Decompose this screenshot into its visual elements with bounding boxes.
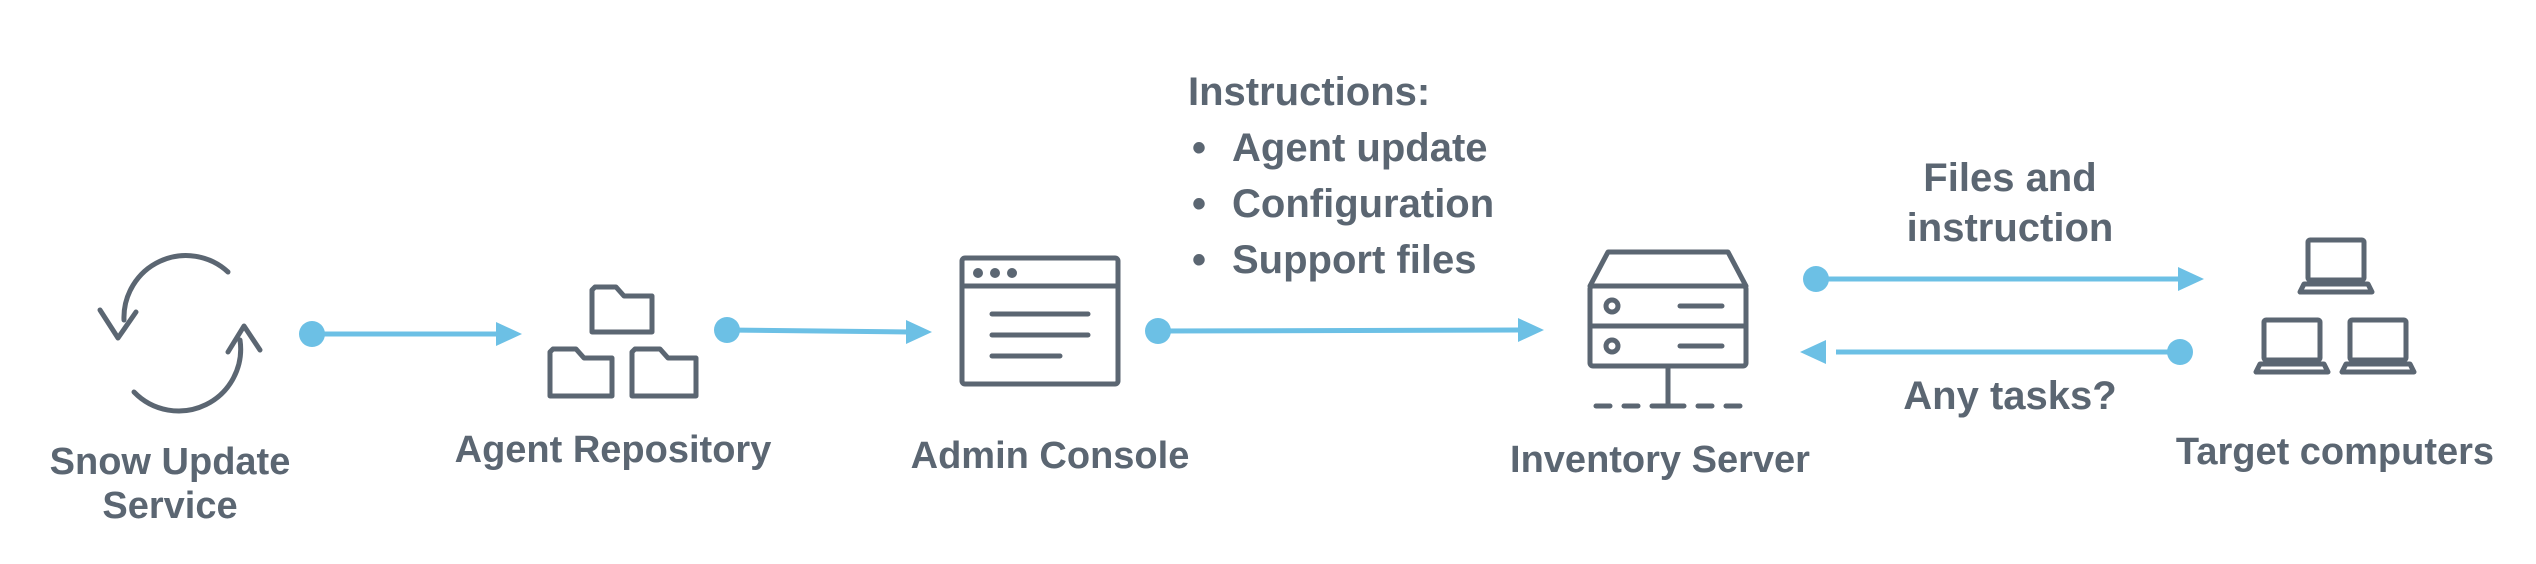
laptops-icon bbox=[2253, 237, 2417, 375]
snow-update-service-label-line1: Snow Update bbox=[49, 441, 291, 483]
files-label-line1: Files and bbox=[1923, 156, 2097, 200]
arrow-server-to-targets bbox=[1803, 266, 2204, 292]
instruction-item-agent-update: Agent update bbox=[1188, 120, 1494, 176]
files-and-instruction-label: Files and instruction bbox=[1850, 153, 2170, 253]
browser-window-icon bbox=[959, 255, 1121, 387]
arrow-snow-to-repository bbox=[299, 321, 522, 347]
admin-console-label: Admin Console bbox=[910, 435, 1190, 477]
inventory-server-label: Inventory Server bbox=[1510, 439, 1810, 481]
instruction-item-configuration: Configuration bbox=[1188, 176, 1494, 232]
instructions-block: Instructions: Agent update Configuration… bbox=[1188, 64, 1494, 288]
sync-icon bbox=[97, 253, 263, 414]
snow-update-service-label-line2: Service bbox=[102, 485, 238, 527]
snow-update-service-label: Snow Update Service bbox=[40, 440, 300, 528]
agent-repository-label: Agent Repository bbox=[454, 429, 772, 471]
files-label-line2: instruction bbox=[1906, 206, 2114, 250]
instruction-item-support-files: Support files bbox=[1188, 232, 1494, 288]
arrow-targets-to-server bbox=[1800, 339, 2193, 365]
arrow-console-to-server bbox=[1145, 318, 1544, 344]
folders-icon bbox=[547, 284, 699, 399]
target-computers-label: Target computers bbox=[2175, 431, 2495, 473]
instructions-heading: Instructions: bbox=[1188, 70, 1431, 114]
any-tasks-label: Any tasks? bbox=[1903, 374, 2117, 418]
arrow-repository-to-console bbox=[714, 317, 932, 344]
server-icon bbox=[1587, 249, 1749, 409]
